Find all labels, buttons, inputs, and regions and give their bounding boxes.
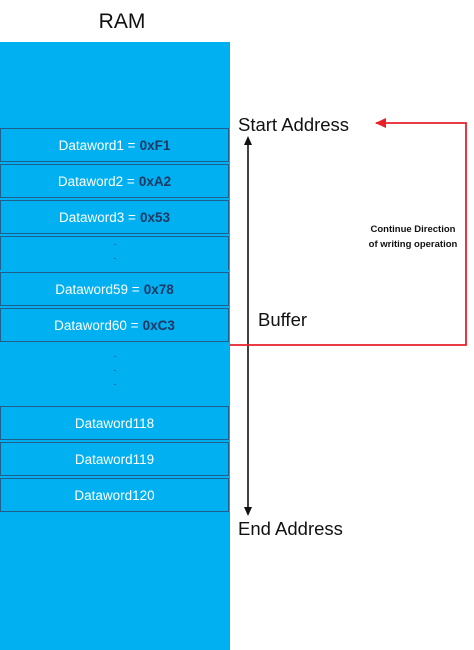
dataword-label: Dataword60 = xyxy=(54,317,139,333)
dataword-label: Dataword2 = xyxy=(57,173,135,189)
dataword-cell-1: Dataword1 = 0xF1 xyxy=(0,128,229,162)
dataword-cell-119: Dataword119 xyxy=(0,442,229,476)
continue-direction-arrow xyxy=(230,118,467,346)
dataword-cell-60: Dataword60 = 0xC3 xyxy=(0,308,229,342)
dataword-hex: 0x78 xyxy=(143,281,174,297)
ram-title: RAM xyxy=(98,10,146,33)
dataword-label: Dataword59 = xyxy=(55,281,140,297)
ellipsis-dots-2: ··· xyxy=(113,351,117,390)
continue-direction-note: Continue Direction of writing operation xyxy=(358,222,468,252)
dataword-label: Dataword119 xyxy=(74,451,155,467)
dataword-cell-120: Dataword120 xyxy=(0,478,229,512)
note-line-2: of writing operation xyxy=(368,239,458,250)
dataword-hex: 0xF1 xyxy=(139,137,171,153)
gap-cell-1 xyxy=(0,236,229,270)
dataword-cell-3: Dataword3 = 0x53 xyxy=(0,200,229,234)
dataword-label: Dataword120 xyxy=(74,487,155,503)
dataword-label: Dataword118 xyxy=(74,415,155,431)
dataword-cell-2: Dataword2 = 0xA2 xyxy=(0,164,229,198)
dataword-cell-59: Dataword59 = 0x78 xyxy=(0,272,229,306)
dataword-label: Dataword1 = xyxy=(58,137,136,153)
dataword-hex: 0xA2 xyxy=(138,173,172,189)
dataword-label: Dataword3 = xyxy=(59,209,136,225)
dataword-cell-118: Dataword118 xyxy=(0,406,229,440)
note-line-1: Continue Direction xyxy=(370,224,456,235)
end-address-label: End Address xyxy=(238,518,343,539)
start-address-label: Start Address xyxy=(238,114,350,135)
buffer-label: Buffer xyxy=(258,309,308,330)
dataword-hex: 0x53 xyxy=(139,209,170,225)
dataword-hex: 0xC3 xyxy=(142,317,175,333)
ellipsis-dots-1: ·· xyxy=(113,239,117,264)
